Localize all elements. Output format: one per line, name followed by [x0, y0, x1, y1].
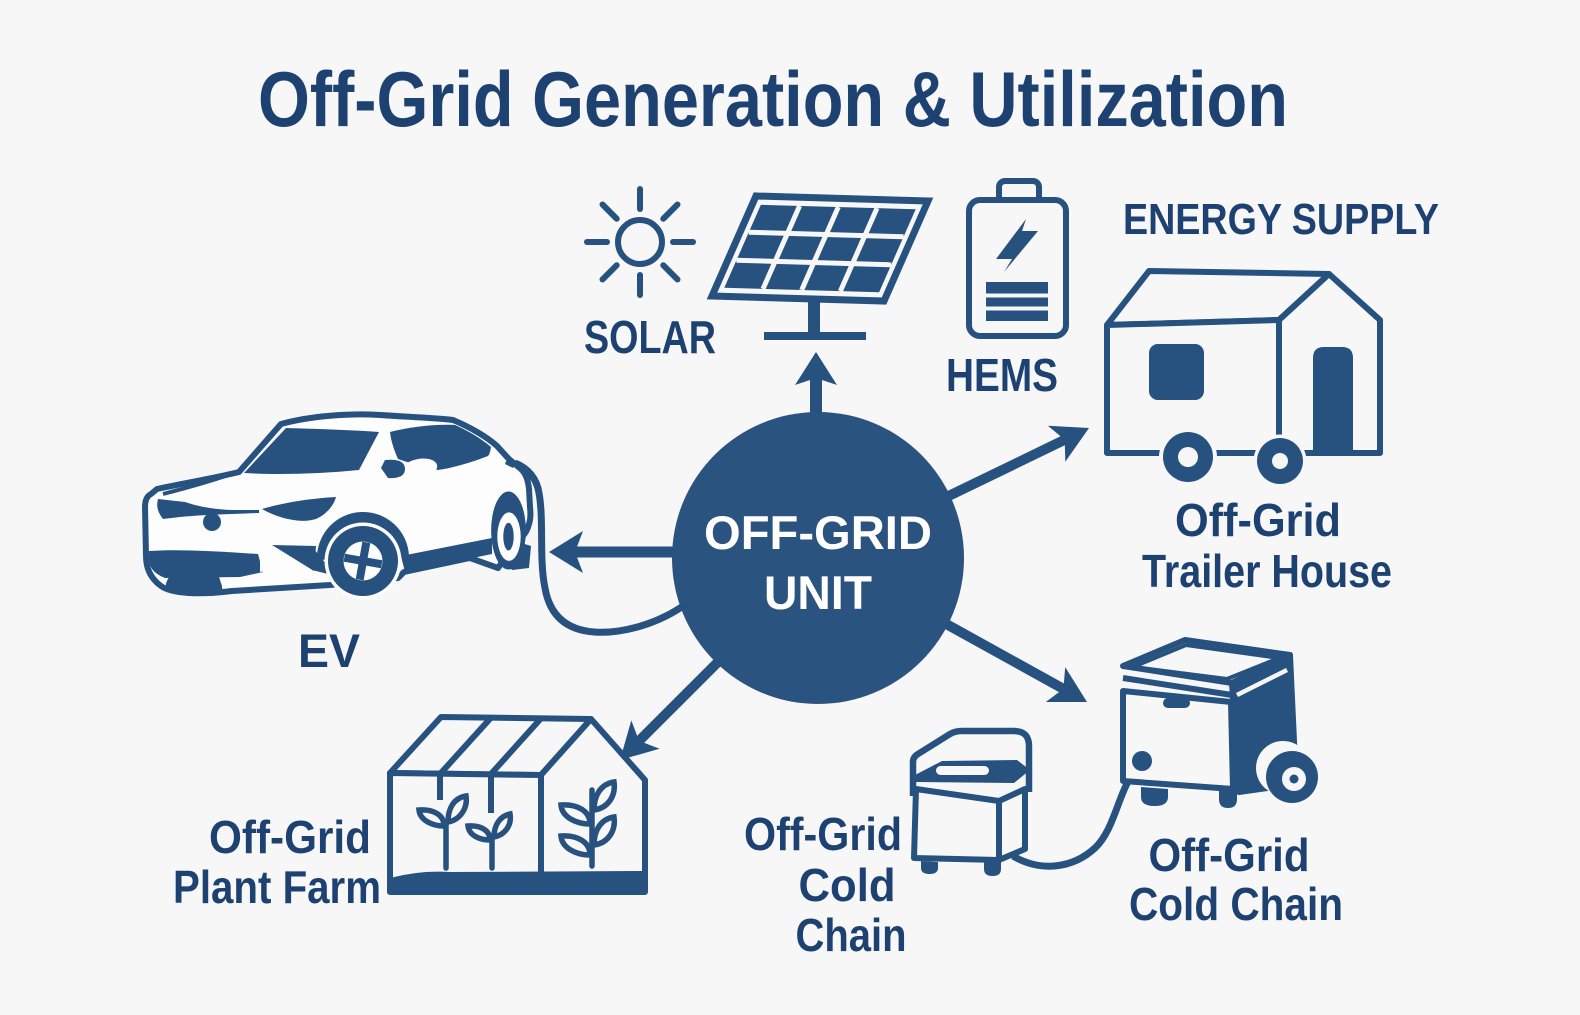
svg-text:Off-Grid: Off-Grid — [744, 808, 902, 860]
svg-text:ENERGY SUPPLY: ENERGY SUPPLY — [1123, 195, 1439, 244]
svg-text:Trailer House: Trailer House — [1142, 545, 1392, 597]
svg-text:Off-Grid Generation & Utilizat: Off-Grid Generation & Utilization — [258, 55, 1288, 143]
svg-text:EV: EV — [298, 624, 361, 677]
svg-text:OFF-GRID: OFF-GRID — [704, 506, 932, 559]
svg-text:HEMS: HEMS — [946, 349, 1058, 401]
svg-text:Chain: Chain — [796, 909, 907, 961]
svg-text:Off-Grid: Off-Grid — [209, 811, 371, 863]
svg-text:Cold Chain: Cold Chain — [1129, 878, 1343, 930]
svg-text:SOLAR: SOLAR — [584, 311, 716, 363]
svg-text:UNIT: UNIT — [764, 566, 872, 619]
svg-text:Cold: Cold — [799, 859, 896, 911]
svg-text:Off-Grid: Off-Grid — [1175, 494, 1341, 546]
svg-text:Off-Grid: Off-Grid — [1149, 829, 1310, 881]
svg-text:Plant Farm: Plant Farm — [173, 861, 381, 913]
